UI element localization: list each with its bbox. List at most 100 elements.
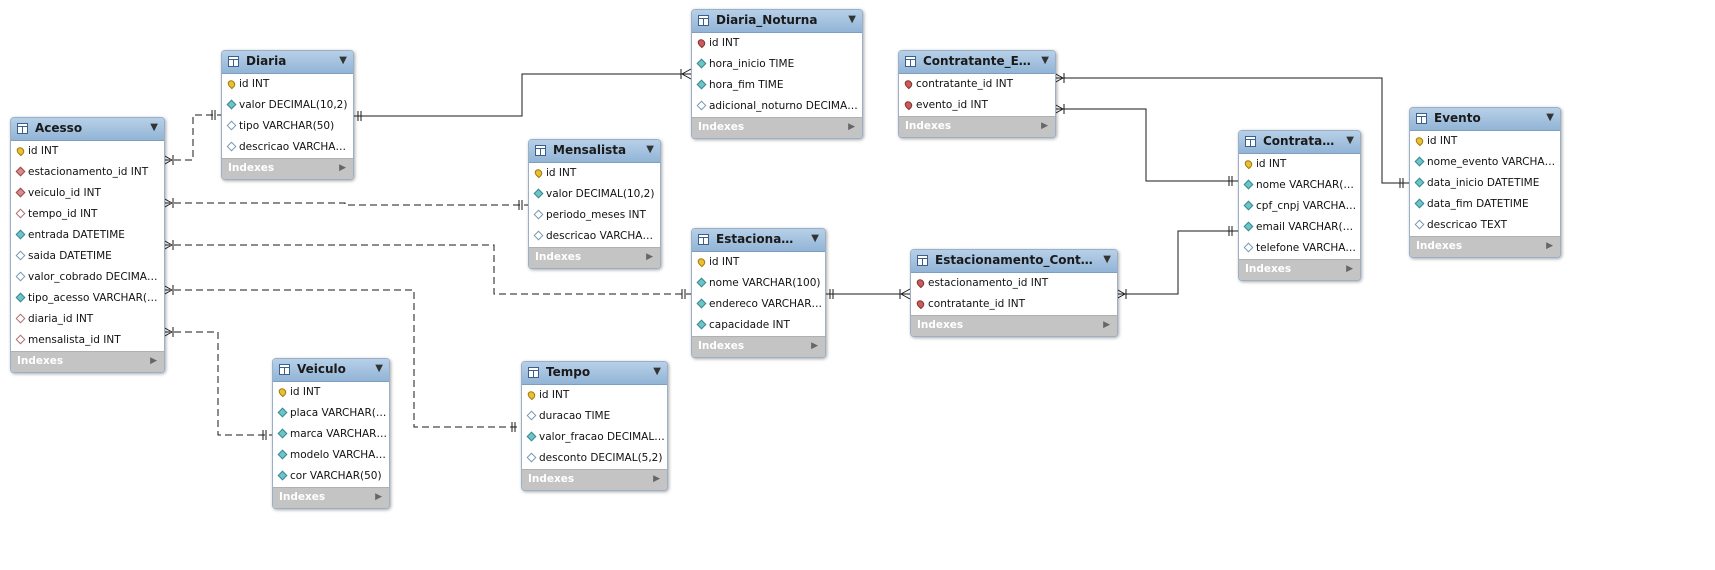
column-row[interactable]: desconto DECIMAL(5,2) <box>522 448 667 469</box>
column-row[interactable]: hora_inicio TIME <box>692 54 862 75</box>
table-header[interactable]: Acesso▼ <box>11 118 164 141</box>
column-row[interactable]: diaria_id INT <box>11 309 164 330</box>
indexes-section[interactable]: Indexes▶ <box>529 247 660 268</box>
column-row[interactable]: marca VARCHAR(50) <box>273 424 389 445</box>
expand-arrow-icon[interactable]: ▶ <box>150 356 157 366</box>
column-row[interactable]: nome VARCHAR(100) <box>1239 175 1360 196</box>
column-row[interactable]: hora_fim TIME <box>692 75 862 96</box>
table-menu-arrow-icon[interactable]: ▼ <box>1546 112 1554 123</box>
indexes-section[interactable]: Indexes▶ <box>692 117 862 138</box>
column-row[interactable]: id INT <box>692 33 862 54</box>
column-row[interactable]: duracao TIME <box>522 406 667 427</box>
column-row[interactable]: adicional_noturno DECIMAL(10,... <box>692 96 862 117</box>
table-menu-arrow-icon[interactable]: ▼ <box>1103 254 1111 265</box>
column-row[interactable]: estacionamento_id INT <box>11 162 164 183</box>
column-row[interactable]: tempo_id INT <box>11 204 164 225</box>
table-header[interactable]: Estacionamen...▼ <box>692 229 825 252</box>
table-menu-arrow-icon[interactable]: ▼ <box>1041 55 1049 66</box>
column-row[interactable]: id INT <box>522 385 667 406</box>
indexes-section[interactable]: Indexes▶ <box>522 469 667 490</box>
expand-arrow-icon[interactable]: ▶ <box>811 341 818 351</box>
column-row[interactable]: descricao TEXT <box>1410 215 1560 236</box>
indexes-section[interactable]: Indexes▶ <box>1410 236 1560 257</box>
table-header[interactable]: Tempo▼ <box>522 362 667 385</box>
table-header[interactable]: Contratante_Even...▼ <box>899 51 1055 74</box>
column-row[interactable]: valor DECIMAL(10,2) <box>222 95 353 116</box>
column-row[interactable]: descricao VARCHAR(25... <box>529 226 660 247</box>
column-row[interactable]: evento_id INT <box>899 95 1055 116</box>
table-header[interactable]: Diaria_Noturna▼ <box>692 10 862 33</box>
table-menu-arrow-icon[interactable]: ▼ <box>1346 135 1354 146</box>
column-row[interactable]: nome_evento VARCHAR(100) <box>1410 152 1560 173</box>
indexes-section[interactable]: Indexes▶ <box>692 336 825 357</box>
column-row[interactable]: capacidade INT <box>692 315 825 336</box>
expand-arrow-icon[interactable]: ▶ <box>1346 264 1353 274</box>
column-row[interactable]: valor_fracao DECIMAL(10,... <box>522 427 667 448</box>
indexes-section[interactable]: Indexes▶ <box>899 116 1055 137</box>
column-row[interactable]: cor VARCHAR(50) <box>273 466 389 487</box>
indexes-section[interactable]: Indexes▶ <box>911 315 1117 336</box>
column-row[interactable]: email VARCHAR(100) <box>1239 217 1360 238</box>
table-header[interactable]: Evento▼ <box>1410 108 1560 131</box>
column-row[interactable]: id INT <box>11 141 164 162</box>
column-row[interactable]: id INT <box>273 382 389 403</box>
column-row[interactable]: tipo VARCHAR(50) <box>222 116 353 137</box>
table-header[interactable]: Contratante▼ <box>1239 131 1360 154</box>
expand-arrow-icon[interactable]: ▶ <box>653 474 660 484</box>
table-menu-arrow-icon[interactable]: ▼ <box>375 363 383 374</box>
column-row[interactable]: id INT <box>692 252 825 273</box>
table-menu-arrow-icon[interactable]: ▼ <box>848 14 856 25</box>
column-row[interactable]: contratante_id INT <box>911 294 1117 315</box>
indexes-section[interactable]: Indexes▶ <box>273 487 389 508</box>
table-header[interactable]: Diaria▼ <box>222 51 353 74</box>
expand-arrow-icon[interactable]: ▶ <box>1103 320 1110 330</box>
table-contratante-evento[interactable]: Contratante_Even...▼contratante_id INTev… <box>898 50 1056 138</box>
column-row[interactable]: valor_cobrado DECIMAL(10,... <box>11 267 164 288</box>
expand-arrow-icon[interactable]: ▶ <box>646 252 653 262</box>
column-row[interactable]: contratante_id INT <box>899 74 1055 95</box>
column-row[interactable]: descricao VARCHAR(25... <box>222 137 353 158</box>
expand-arrow-icon[interactable]: ▶ <box>1546 241 1553 251</box>
column-row[interactable]: modelo VARCHAR(5... <box>273 445 389 466</box>
column-row[interactable]: endereco VARCHAR(255) <box>692 294 825 315</box>
expand-arrow-icon[interactable]: ▶ <box>848 122 855 132</box>
indexes-section[interactable]: Indexes▶ <box>11 351 164 372</box>
expand-arrow-icon[interactable]: ▶ <box>339 163 346 173</box>
column-row[interactable]: data_inicio DATETIME <box>1410 173 1560 194</box>
column-row[interactable]: tipo_acesso VARCHAR(50) <box>11 288 164 309</box>
table-menu-arrow-icon[interactable]: ▼ <box>811 233 819 244</box>
column-row[interactable]: id INT <box>529 163 660 184</box>
column-row[interactable]: telefone VARCHAR(20) <box>1239 238 1360 259</box>
column-row[interactable]: id INT <box>222 74 353 95</box>
column-row[interactable]: id INT <box>1239 154 1360 175</box>
column-row[interactable]: id INT <box>1410 131 1560 152</box>
table-menu-arrow-icon[interactable]: ▼ <box>339 55 347 66</box>
table-header[interactable]: Mensalista▼ <box>529 140 660 163</box>
column-row[interactable]: entrada DATETIME <box>11 225 164 246</box>
column-row[interactable]: saida DATETIME <box>11 246 164 267</box>
column-row[interactable]: cpf_cnpj VARCHAR(2... <box>1239 196 1360 217</box>
table-menu-arrow-icon[interactable]: ▼ <box>653 366 661 377</box>
expand-arrow-icon[interactable]: ▶ <box>375 492 382 502</box>
table-menu-arrow-icon[interactable]: ▼ <box>150 122 158 133</box>
column-row[interactable]: data_fim DATETIME <box>1410 194 1560 215</box>
table-header[interactable]: Estacionamento_Contratan...▼ <box>911 250 1117 273</box>
column-row[interactable]: placa VARCHAR(10) <box>273 403 389 424</box>
table-menu-arrow-icon[interactable]: ▼ <box>646 144 654 155</box>
column-row[interactable]: estacionamento_id INT <box>911 273 1117 294</box>
column-row[interactable]: periodo_meses INT <box>529 205 660 226</box>
indexes-section[interactable]: Indexes▶ <box>222 158 353 179</box>
table-header[interactable]: Veiculo▼ <box>273 359 389 382</box>
column-row[interactable]: nome VARCHAR(100) <box>692 273 825 294</box>
indexes-section[interactable]: Indexes▶ <box>1239 259 1360 280</box>
column-row[interactable]: veiculo_id INT <box>11 183 164 204</box>
expand-arrow-icon[interactable]: ▶ <box>1041 121 1048 131</box>
